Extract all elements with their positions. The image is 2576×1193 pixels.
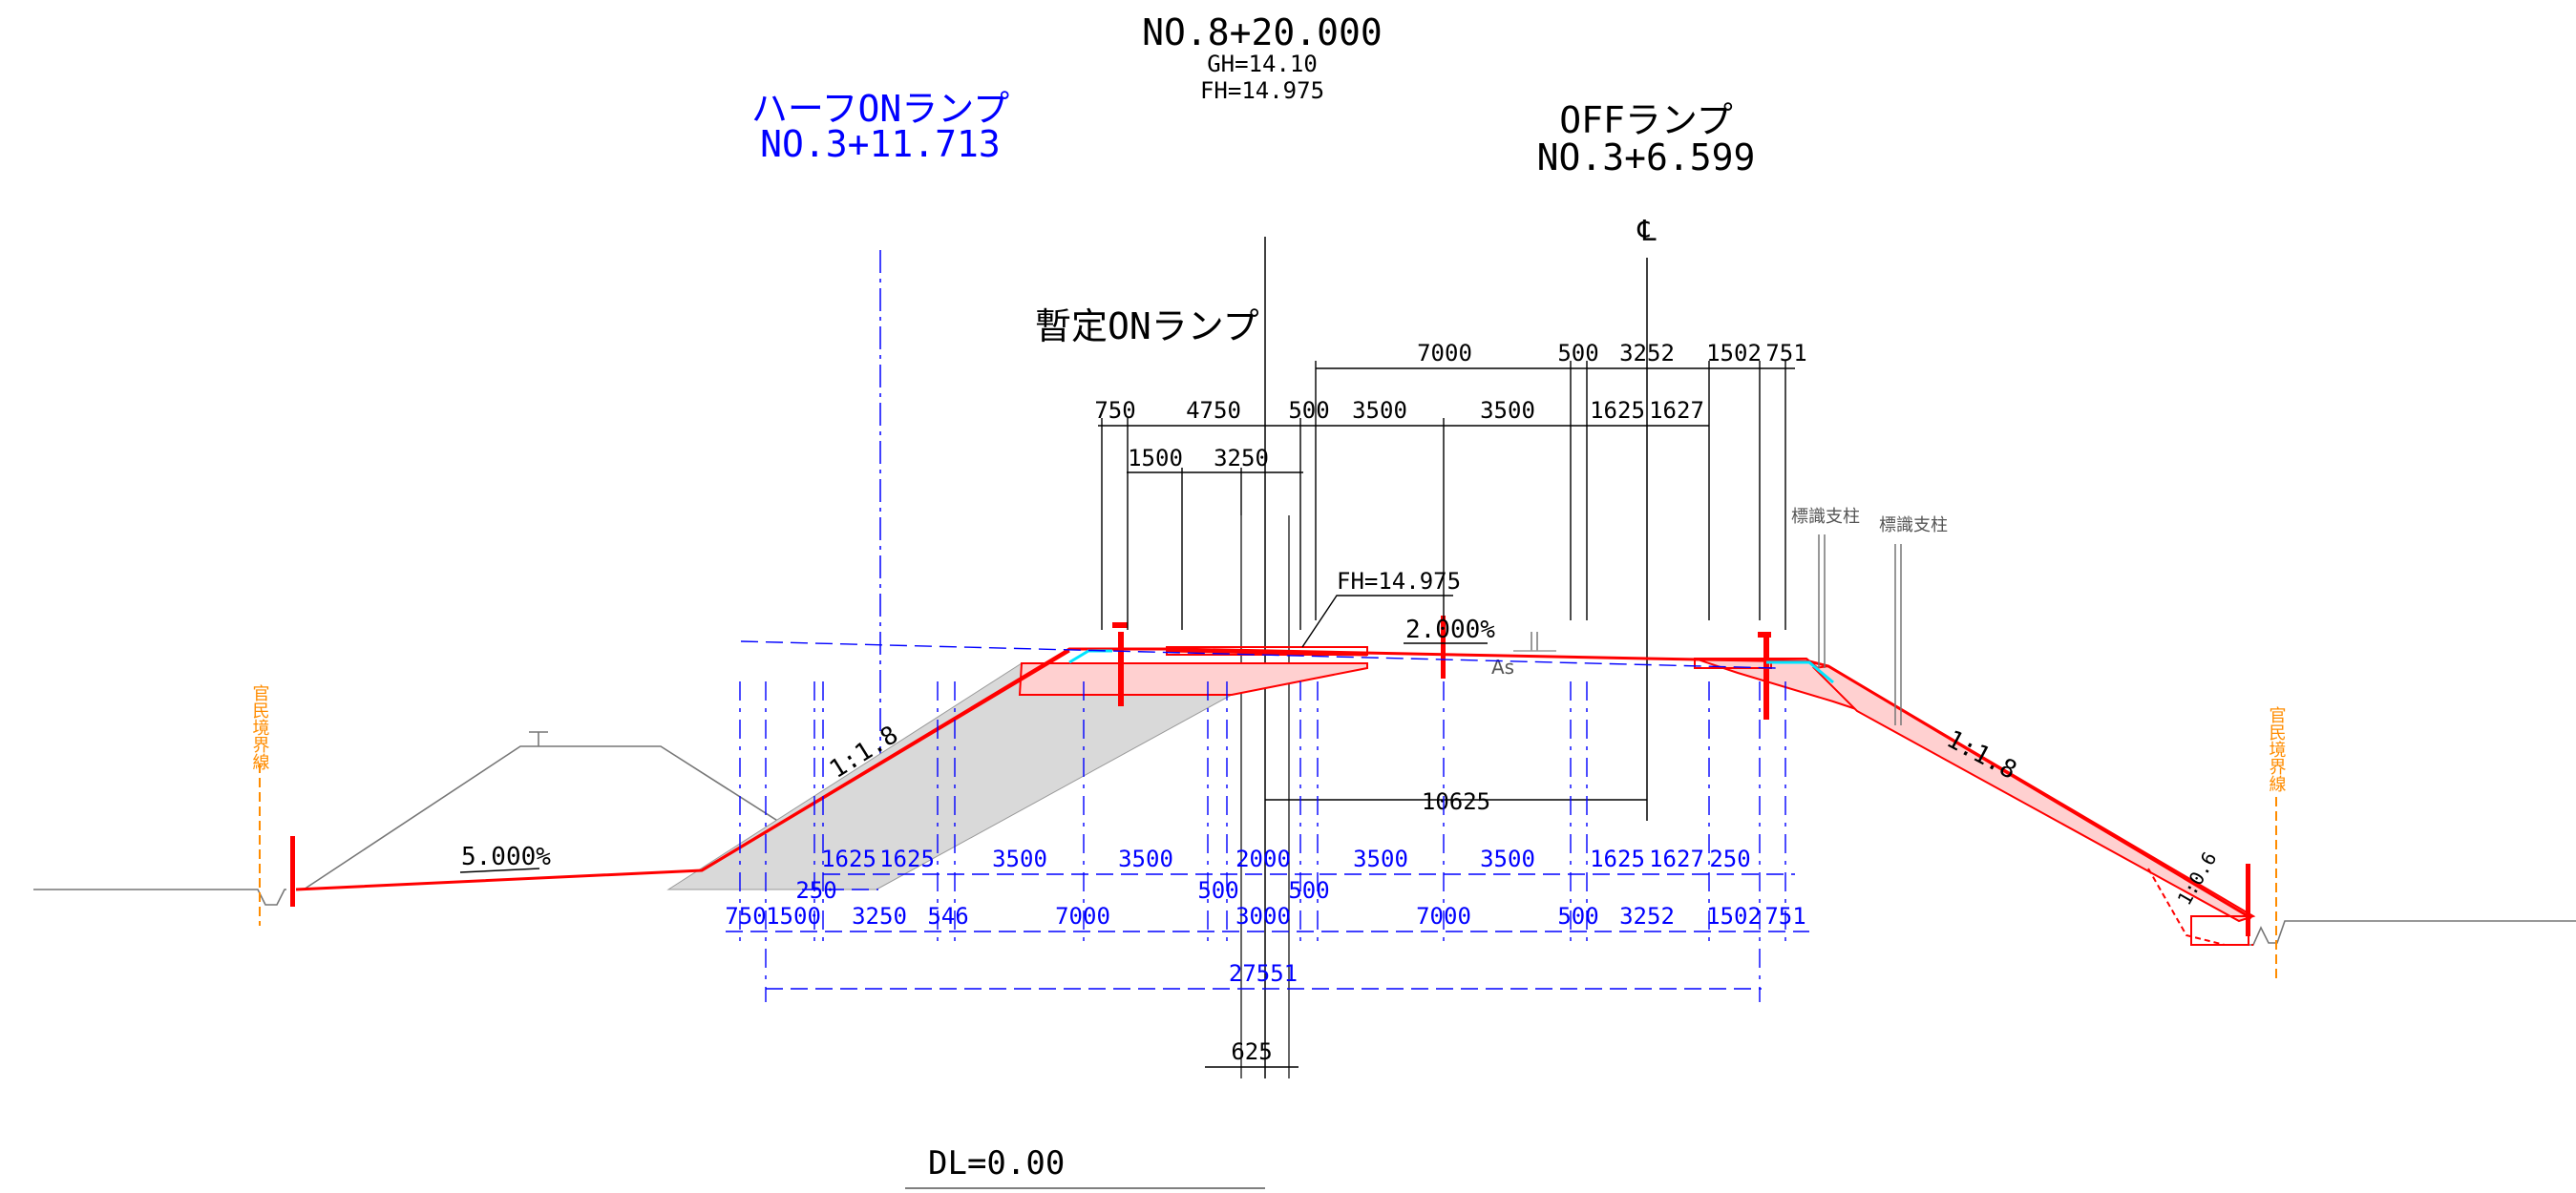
off-ramp-title: OFFランプ (1559, 99, 1733, 141)
pavement-section-left (1018, 662, 1368, 696)
boundary-post-right (2246, 864, 2250, 936)
curb-accent-right (1766, 660, 1834, 684)
finish-height-label: FH=14.975 (1200, 77, 1324, 104)
boundary-label-left: 官民境界線 (250, 684, 270, 770)
bot2-dim-7000b: 7000 (1416, 903, 1471, 930)
bot-dim-2000: 2000 (1235, 846, 1291, 872)
top-dim-3250: 3250 (1214, 445, 1269, 471)
bot-dim-3500c: 3500 (1353, 846, 1408, 872)
fh-leader-label: FH=14.975 (1337, 568, 1461, 595)
bot2-dim-500: 500 (1557, 903, 1598, 930)
bot-dim-1627: 1627 (1649, 846, 1704, 872)
bot2-dim-3000: 3000 (1235, 903, 1291, 930)
datum-label: DL=0.00 (928, 1144, 1065, 1183)
ground-line-left (33, 889, 286, 906)
bot2-dim-3250: 3250 (852, 903, 907, 930)
bot2-dim-1500: 1500 (766, 903, 821, 930)
top-dim-1500: 1500 (1128, 445, 1183, 471)
off-ramp-station: NO.3+6.599 (1537, 136, 1756, 178)
bot-dim-1625c: 1625 (1590, 846, 1645, 872)
crossfall-label: 2.000% (1405, 616, 1495, 644)
boundary-post-left (290, 836, 295, 907)
guard-post-left (1118, 632, 1124, 706)
curb-accent-left (1068, 649, 1112, 664)
bot-dim-3500b: 3500 (1118, 846, 1173, 872)
bot2-dim-1502: 1502 (1706, 903, 1762, 930)
boundary-label-right: 官民境界線 (2267, 706, 2287, 792)
ground-height-label: GH=14.10 (1207, 51, 1318, 77)
station-label: NO.8+20.000 (1142, 11, 1383, 53)
top-dim-1625: 1625 (1590, 397, 1645, 424)
total-width-dim: 27551 (1229, 960, 1298, 987)
bot2-dim-751: 751 (1764, 903, 1805, 930)
top-dim-750: 750 (1094, 397, 1135, 424)
half-on-ramp-title: ハーフONランプ (751, 88, 1009, 130)
bottom-dimension-lines (726, 640, 1809, 1002)
guard-post-right (1763, 634, 1769, 720)
top-dim-1627: 1627 (1649, 397, 1704, 424)
bot-dim-1625a: 1625 (821, 846, 876, 872)
bot-dim-3500a: 3500 (992, 846, 1047, 872)
road-surface-profile (295, 647, 2252, 920)
bot-dim-500b: 500 (1288, 877, 1329, 904)
bot2-dim-7000a: 7000 (1055, 903, 1110, 930)
small-dim-625: 625 (1231, 1038, 1272, 1065)
bot-dim-1625b: 1625 (879, 846, 935, 872)
top-dim-3500a: 3500 (1352, 397, 1407, 424)
top-dim-500: 500 (1557, 340, 1598, 366)
bot-dim-500a: 500 (1197, 877, 1238, 904)
top-dimension-lines (1098, 361, 1795, 1068)
ground-line-right (2225, 920, 2576, 946)
temp-on-ramp-title: 暫定ONランプ (1035, 305, 1259, 347)
bot2-dim-3252: 3252 (1619, 903, 1675, 930)
bot-dim-250b: 250 (795, 877, 836, 904)
median-post (1441, 616, 1446, 679)
pavement-label: As (1491, 656, 1514, 679)
sign-post-label-1: 標識支柱 (1791, 507, 1860, 527)
left-gradient: 5.000% (461, 843, 551, 871)
bot-dim-250a: 250 (1709, 846, 1750, 872)
bot-dim-3500d: 3500 (1480, 846, 1535, 872)
bot2-dim-750: 750 (725, 903, 766, 930)
left-slope-line (701, 649, 1070, 872)
center-dim-10625: 10625 (1422, 788, 1490, 815)
top-dim-7000: 7000 (1417, 340, 1472, 366)
ditch-outline (2147, 868, 2253, 946)
top-dim-751: 751 (1765, 340, 1806, 366)
centerline-icon: ℄ (1636, 215, 1657, 248)
top-dim-3252: 3252 (1619, 340, 1675, 366)
sign-post-label-2: 標識支柱 (1879, 515, 1948, 535)
top-dim-1502: 1502 (1706, 340, 1762, 366)
half-on-ramp-station: NO.3+11.713 (760, 123, 1001, 165)
bot2-dim-546: 546 (927, 903, 968, 930)
top-dim-500b: 500 (1288, 397, 1329, 424)
top-dim-3500b: 3500 (1480, 397, 1535, 424)
top-dim-4750: 4750 (1186, 397, 1241, 424)
